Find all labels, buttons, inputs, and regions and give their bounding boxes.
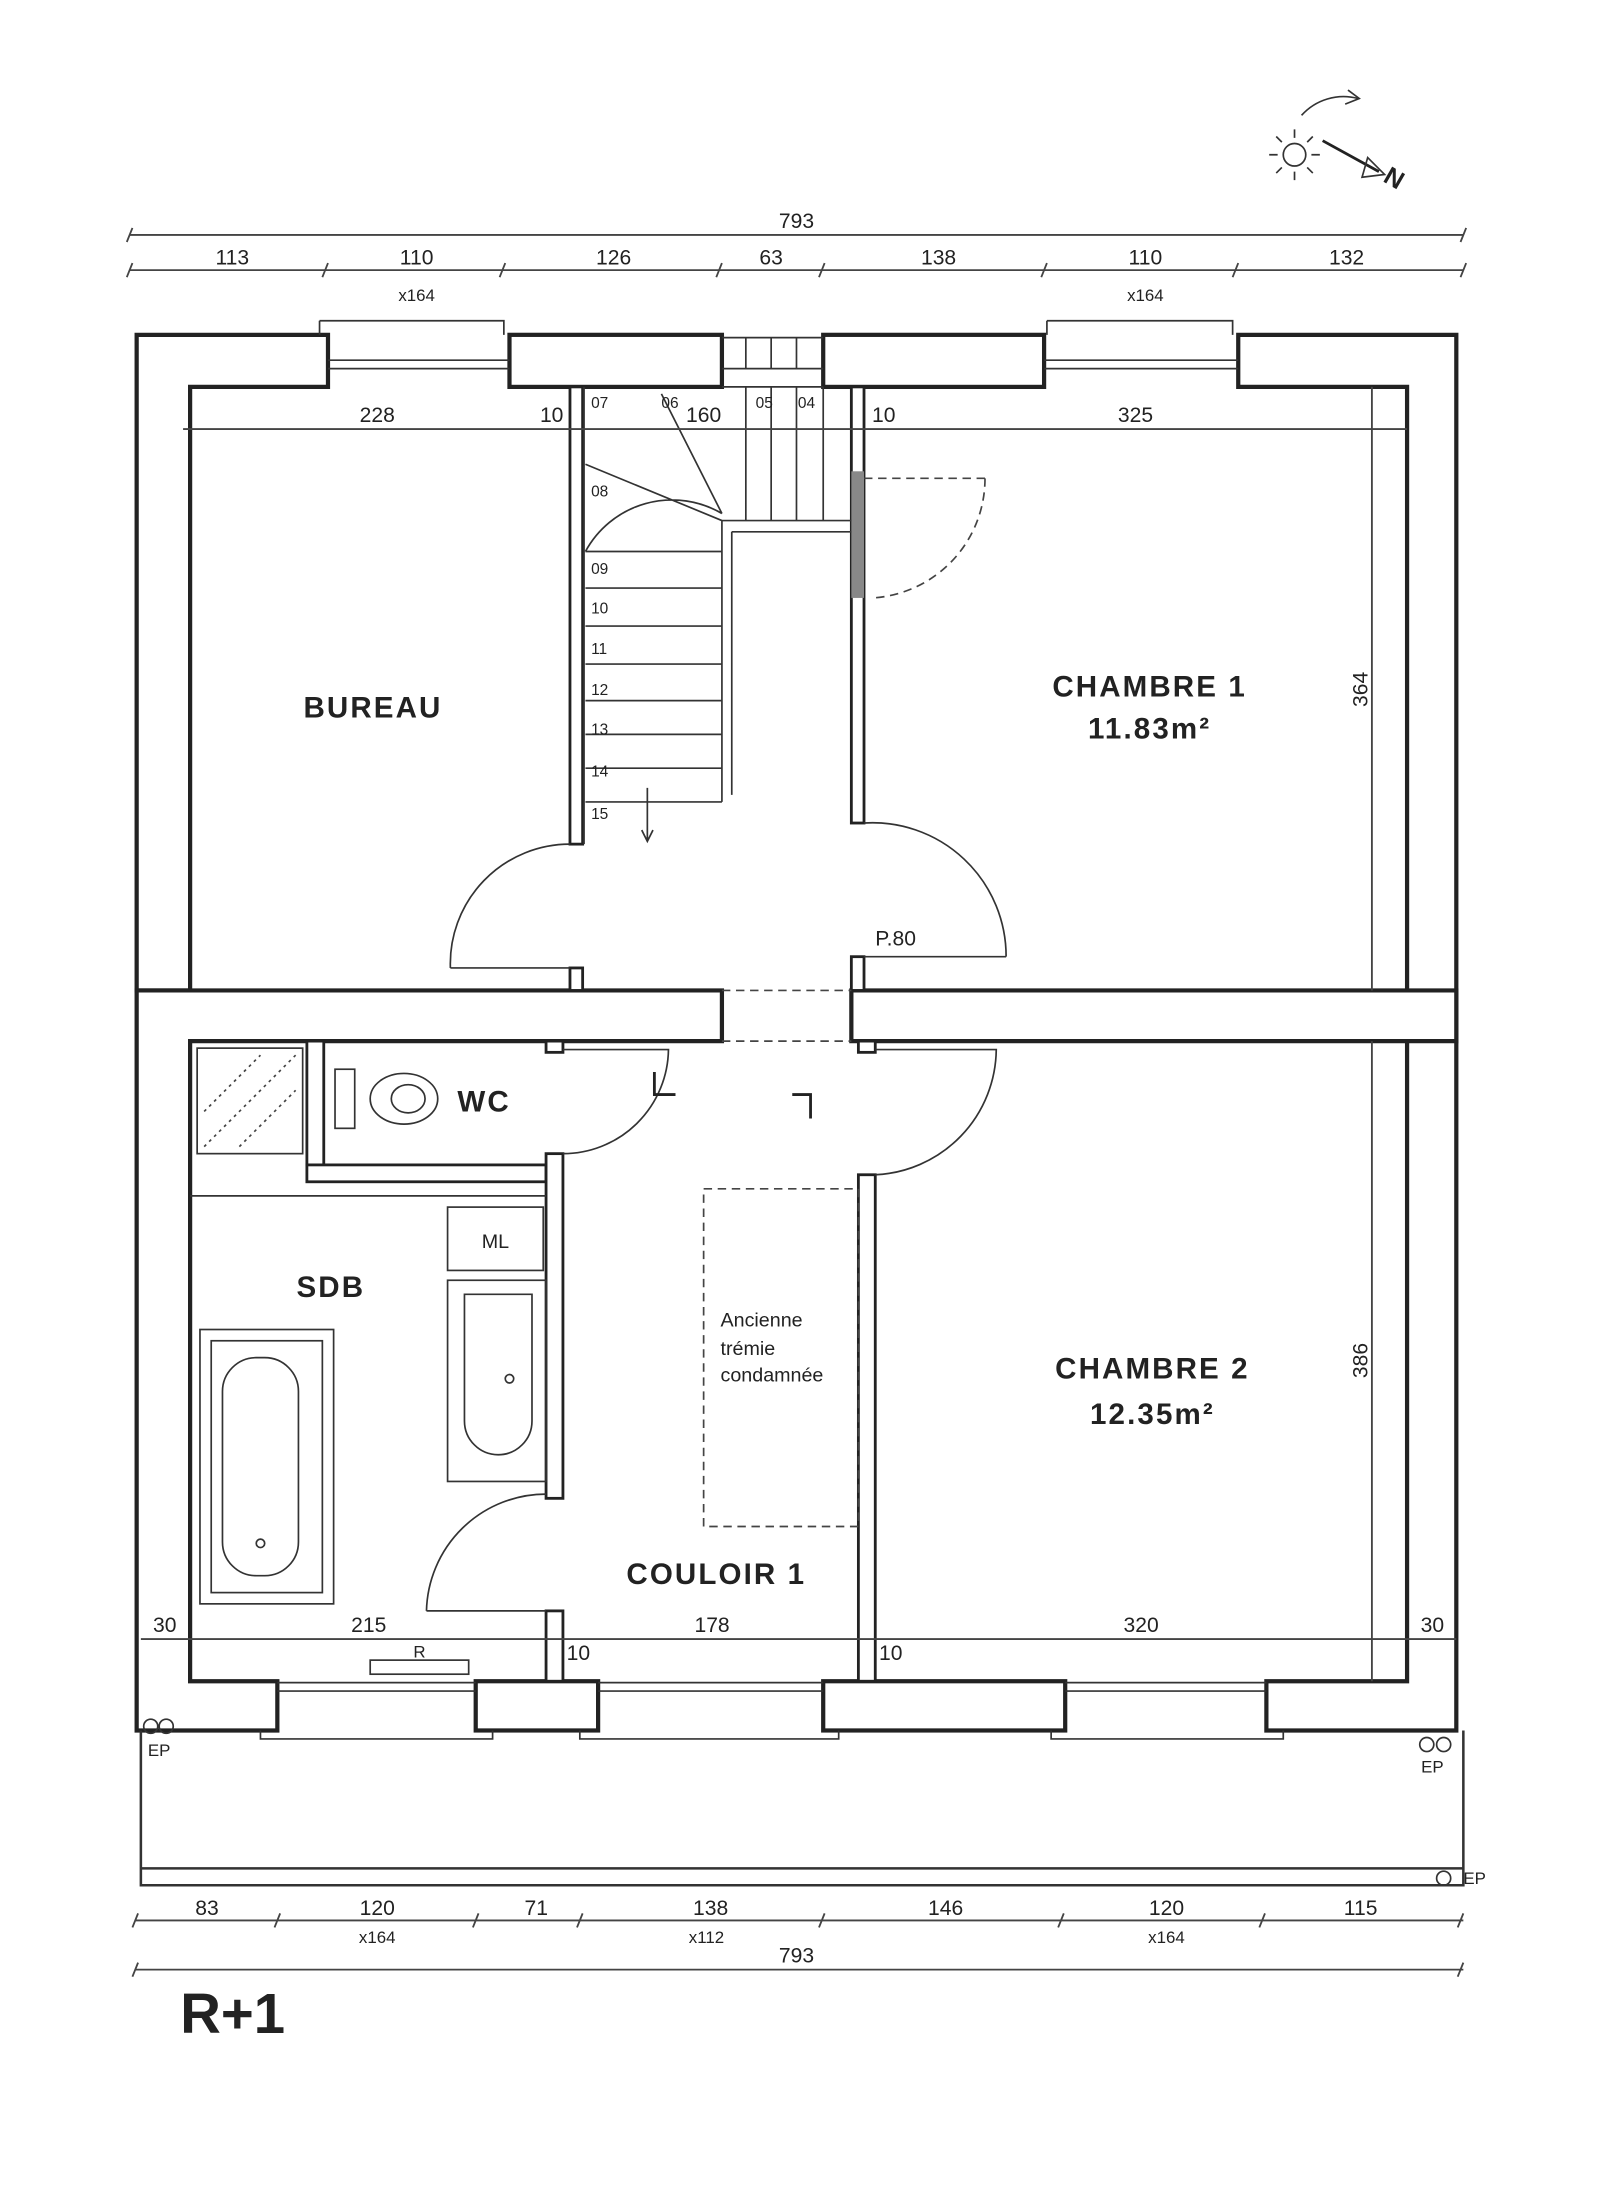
- dim-bottom: 146: [928, 1897, 963, 1920]
- stair-number: 08: [591, 484, 608, 501]
- stair-number: 04: [798, 395, 816, 412]
- window-size-label: x164: [359, 1928, 396, 1947]
- stair-number: 06: [661, 395, 678, 412]
- room-labels: BUREAU CHAMBRE 1 11.83m² CHAMBRE 2 12.35…: [296, 670, 1250, 1661]
- dim-inner: 10: [879, 1642, 902, 1665]
- walls: [134, 319, 1459, 1740]
- dim-chambre1-height: 364: [1350, 672, 1373, 707]
- toilet-icon: [334, 1068, 439, 1130]
- dim-inner: 325: [1118, 404, 1153, 427]
- window-size-label: x164: [398, 286, 435, 305]
- room-chambre1-area: 11.83m²: [1088, 713, 1211, 746]
- north-sun-icon: N: [1269, 89, 1409, 195]
- dim-total-top: 793: [779, 210, 814, 233]
- dim-inner: 228: [360, 404, 395, 427]
- room-chambre2: CHAMBRE 2: [1055, 1353, 1250, 1386]
- north-label: N: [1379, 162, 1409, 195]
- room-couloir: COULOIR 1: [626, 1558, 806, 1591]
- dim-top: 132: [1329, 246, 1364, 269]
- room-wc: WC: [457, 1085, 510, 1118]
- dim-inner: 320: [1124, 1614, 1159, 1637]
- dim-bottom: 120: [1149, 1897, 1184, 1920]
- stair-number: 15: [591, 806, 608, 823]
- dim-inner: 10: [540, 404, 563, 427]
- level-label: R+1: [180, 1982, 285, 2045]
- room-sdb: SDB: [296, 1271, 365, 1304]
- stair-number: 14: [591, 764, 609, 781]
- staircase: 07 06 05 04 08 09 10 11 12 13 14 15: [583, 386, 852, 845]
- stair-number: 13: [591, 721, 608, 738]
- dim-top: 110: [400, 246, 434, 269]
- inner-dimensions: 228 10 160 10 325 364 386 30 215 10 178 …: [140, 386, 1457, 1682]
- dim-top: 113: [216, 246, 250, 269]
- window-size-label: x164: [1148, 1928, 1185, 1947]
- dim-bottom: 138: [693, 1897, 728, 1920]
- terrace: EP EP EP: [139, 1718, 1486, 1888]
- tremie-note: condamnée: [721, 1365, 824, 1387]
- stair-number: 12: [591, 682, 608, 699]
- stair-number: 07: [591, 395, 608, 412]
- top-dimensions: 793 113 110 126 63 138 110 132 x164 x164: [125, 210, 1468, 305]
- ml-label: ML: [482, 1231, 509, 1253]
- stair-number: 10: [591, 600, 608, 617]
- window-size-label: x164: [1127, 286, 1164, 305]
- dim-inner: 10: [567, 1642, 590, 1665]
- sink-icon: [446, 1279, 547, 1483]
- ep-label: EP: [1463, 1869, 1486, 1888]
- dim-total-bottom: 793: [779, 1945, 814, 1968]
- stair-number: 05: [756, 395, 773, 412]
- dim-bottom: 120: [360, 1897, 395, 1920]
- dim-inner: 30: [1421, 1614, 1444, 1637]
- washing-machine: [446, 1206, 545, 1272]
- shower-icon: [196, 1047, 304, 1155]
- door-label: P.80: [875, 927, 916, 950]
- dim-bottom: 115: [1344, 1897, 1378, 1920]
- dim-inner: 160: [686, 404, 721, 427]
- stair-number: 09: [591, 561, 608, 578]
- dim-bottom: 71: [524, 1897, 547, 1920]
- bathtub-icon: [199, 1328, 335, 1605]
- room-chambre1: CHAMBRE 1: [1052, 670, 1247, 703]
- dim-inner: 30: [153, 1614, 176, 1637]
- room-bureau: BUREAU: [304, 692, 443, 725]
- radiator-label: R: [413, 1642, 425, 1661]
- tremie-note: trémie: [721, 1338, 776, 1360]
- dim-bottom: 83: [195, 1897, 218, 1920]
- radiator-icon: [369, 1659, 470, 1676]
- dim-chambre2-height: 386: [1350, 1343, 1373, 1378]
- dim-inner: 215: [351, 1614, 386, 1637]
- tremie-note: Ancienne: [721, 1310, 803, 1332]
- dim-inner: 10: [872, 404, 895, 427]
- dim-top: 110: [1129, 246, 1163, 269]
- dim-top: 138: [921, 246, 956, 269]
- ep-label: EP: [148, 1741, 171, 1760]
- ep-label: EP: [1421, 1758, 1444, 1777]
- dim-top: 126: [596, 246, 631, 269]
- room-chambre2-area: 12.35m²: [1090, 1398, 1215, 1431]
- dim-inner: 178: [694, 1614, 729, 1637]
- fixtures: [196, 1047, 860, 1676]
- bottom-dimensions: 83 120 71 138 146 120 115 x164 x112 x164…: [131, 1897, 1465, 1978]
- dim-top: 63: [759, 246, 782, 269]
- stair-number: 11: [591, 641, 607, 658]
- window-size-label: x112: [689, 1928, 724, 1947]
